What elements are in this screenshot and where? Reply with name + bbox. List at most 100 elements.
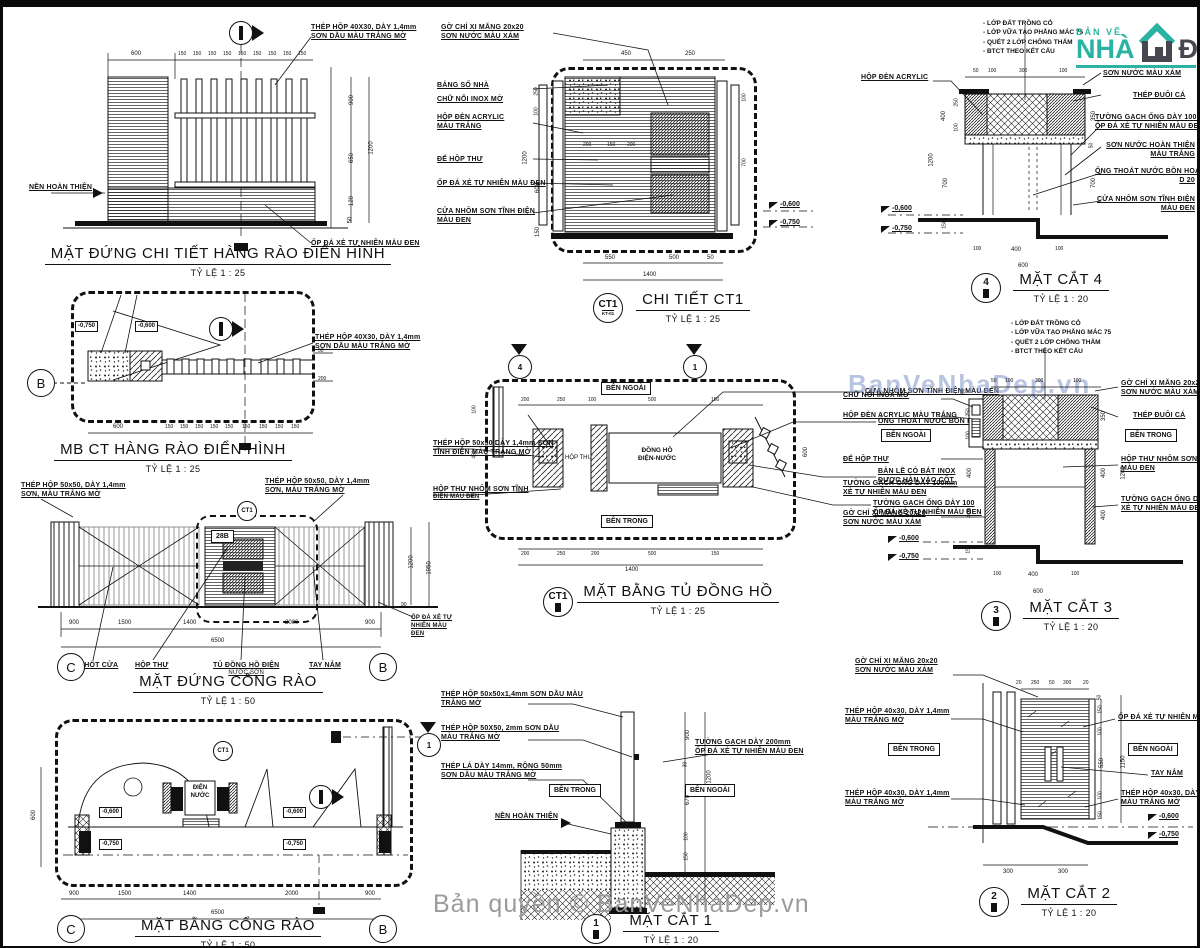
dim-label: 150	[683, 852, 690, 861]
section-badge: 1	[581, 914, 611, 944]
note-line: - QUÉT 2 LỚP CHỐNG THẤM	[1011, 338, 1101, 346]
dim-label: 50	[1088, 142, 1095, 149]
dim-label: 550	[1099, 757, 1106, 769]
dim-label: 150	[941, 220, 948, 229]
axis-bubble-C: C	[57, 915, 85, 943]
dim-label: 300	[1063, 680, 1072, 686]
dim-label: 300	[1058, 869, 1069, 875]
p4-title-block: MẶT BẰNG CỔNG RÀO TỶ LỆ 1 : 50	[108, 917, 348, 946]
p9-drawing	[923, 347, 1183, 564]
dim-label: 120	[349, 195, 356, 207]
panel-scale: TỶ LỆ 1 : 20	[643, 935, 699, 945]
dim-label: 150	[1097, 811, 1104, 820]
dim-label: 150	[607, 142, 616, 148]
direction-marker-icon	[309, 785, 344, 809]
callout-door-latch: CHỐT CỬA	[79, 662, 119, 669]
dim-label: 250	[533, 87, 540, 96]
axis-bubble-B: B	[369, 915, 397, 943]
dim-label: 50	[470, 491, 477, 498]
p1-title-block: MẶT ĐỨNG CHI TIẾT HÀNG RÀO ĐIỂN HÌNH TỶ …	[43, 245, 393, 278]
note-line: - BTCT THEO KẾT CẤU	[983, 48, 1055, 56]
dim-label: 1400	[643, 272, 657, 278]
dim-label: 1500	[118, 620, 132, 626]
dim-label: 150	[253, 51, 262, 57]
p5-drawing	[532, 32, 815, 281]
elevation-mark: -0,600	[888, 535, 919, 543]
panel-title: MẶT BẰNG CỔNG RÀO	[134, 917, 322, 937]
leader-arrow-icon	[561, 818, 571, 828]
dim-label: 150	[178, 51, 187, 57]
callout-drain-pipe: ỐNG THOÁT NƯỚC BỒN HOA	[878, 418, 984, 425]
elevation-mark: -0,750	[769, 219, 800, 227]
note-line: - LỚP ĐẤT TRỒNG CỎ	[983, 20, 1053, 27]
notes-list: - LỚP ĐẤT TRỒNG CỎ - LỚP VỮA TẠO PHẲNG M…	[983, 19, 1083, 57]
dim-label: 1500	[118, 891, 132, 897]
elevation-tag: -0,600	[135, 321, 159, 332]
dim-label: 100	[1059, 68, 1068, 74]
dim-label: 250	[1031, 680, 1040, 686]
panel-scale: TỶ LỆ 1 : 50	[200, 696, 256, 706]
dim-label: 200	[583, 142, 592, 148]
dim-label: 400	[1028, 572, 1039, 578]
dim-label: 500	[648, 551, 657, 557]
callout-acrylic-lightbox: HỘP ĐÈN ACRYLIC	[861, 74, 929, 81]
section-marker-icon: 4	[508, 344, 532, 379]
p10-drawing	[928, 674, 1193, 866]
panel-scale: TỶ LỆ 1 : 25	[665, 314, 721, 324]
dim-label: 100	[953, 123, 960, 132]
dim-label: 600	[1018, 263, 1029, 269]
dim-label: 600	[31, 809, 38, 821]
callout-stone-cladding: ỐP ĐÁ XẺ TỰ NHIÊN MÀU ĐEN	[411, 615, 453, 637]
callout-finished-ground: NỀN HOÀN THIỆN	[495, 813, 559, 820]
panel-title: MẶT CẮT 2	[1021, 885, 1117, 905]
p7-drawing	[520, 703, 775, 920]
dim-label: 450	[471, 450, 478, 459]
dim-label: 900	[685, 729, 692, 741]
detail-ref-bubble: CT1	[237, 501, 257, 521]
plan-boundary	[55, 719, 413, 887]
dim-label: 150	[223, 51, 232, 57]
dim-label: 100	[533, 107, 540, 116]
dim-label: 700	[741, 158, 748, 167]
note-line: - LỚP VỮA TẠO PHẲNG MÁC 75	[983, 29, 1084, 37]
dim-label: 150	[208, 51, 217, 57]
logo-text-dep: ĐẸP	[1178, 34, 1198, 65]
elevation-mark: -0,750	[881, 225, 912, 233]
dim-label: 150	[535, 226, 542, 238]
dim-label: 1200	[1120, 466, 1127, 480]
dim-label: 100	[1097, 727, 1104, 736]
dim-label: 1200	[522, 151, 529, 165]
p4-drawing	[40, 726, 425, 920]
dim-label: 150	[283, 51, 292, 57]
p10-title-block: MẶT CẮT 2 TỶ LỆ 1 : 20	[1009, 885, 1129, 918]
logo-underline	[1076, 65, 1196, 68]
panel-section-3: - LỚP ĐẤT TRỒNG CỎ - LỚP VỮA TẠO PHẲNG M…	[833, 307, 1200, 642]
p6-drawing	[433, 386, 876, 566]
dim-label: 2000	[285, 620, 299, 626]
p3-title-block: MẶT ĐỨNG CỔNG RÀO TỶ LỆ 1 : 50	[103, 673, 353, 706]
dim-label: 350	[1091, 110, 1098, 122]
dim-label: 100	[973, 246, 982, 252]
note-line: - QUÉT 2 LỚP CHỐNG THẤM	[983, 38, 1073, 46]
panel-title: MẶT ĐỨNG CHI TIẾT HÀNG RÀO ĐIỂN HÌNH	[44, 245, 392, 265]
elevation-tag: -0,600	[283, 807, 307, 818]
house-icon	[1138, 22, 1175, 62]
dim-label: 1200	[368, 141, 375, 155]
panel-scale: TỶ LỆ 1 : 20	[1043, 622, 1099, 632]
dim-label: 50	[707, 255, 714, 261]
